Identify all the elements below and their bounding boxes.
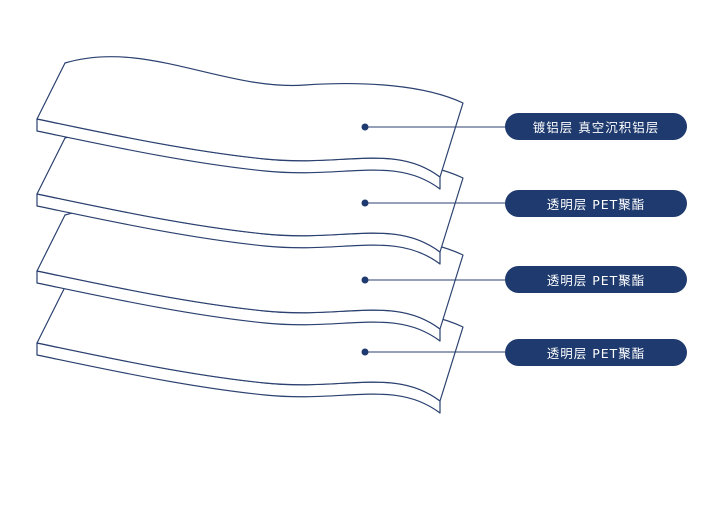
leader-dot-4 (361, 348, 369, 356)
layer-label-pill-1: 镀铝层 真空沉积铝层 (505, 113, 687, 140)
leader-2 (361, 199, 505, 207)
layer-label-pill-2: 透明层 PET聚酯 (505, 190, 687, 217)
leader-dot-3 (361, 276, 369, 284)
leader-3 (361, 276, 505, 284)
layer-label-text-1: 镀铝层 真空沉积铝层 (532, 120, 660, 135)
layer-label-pill-3: 透明层 PET聚酯 (505, 266, 687, 293)
layer-label-text-4: 透明层 PET聚酯 (546, 346, 646, 361)
layer-label-text-2: 透明层 PET聚酯 (546, 197, 646, 212)
layer-label-pill-4: 透明层 PET聚酯 (505, 339, 687, 366)
leader-4 (361, 348, 505, 356)
leader-dot-1 (361, 123, 369, 131)
layer-label-text-3: 透明层 PET聚酯 (546, 273, 646, 288)
leader-1 (361, 123, 505, 131)
leader-dot-2 (361, 199, 369, 207)
